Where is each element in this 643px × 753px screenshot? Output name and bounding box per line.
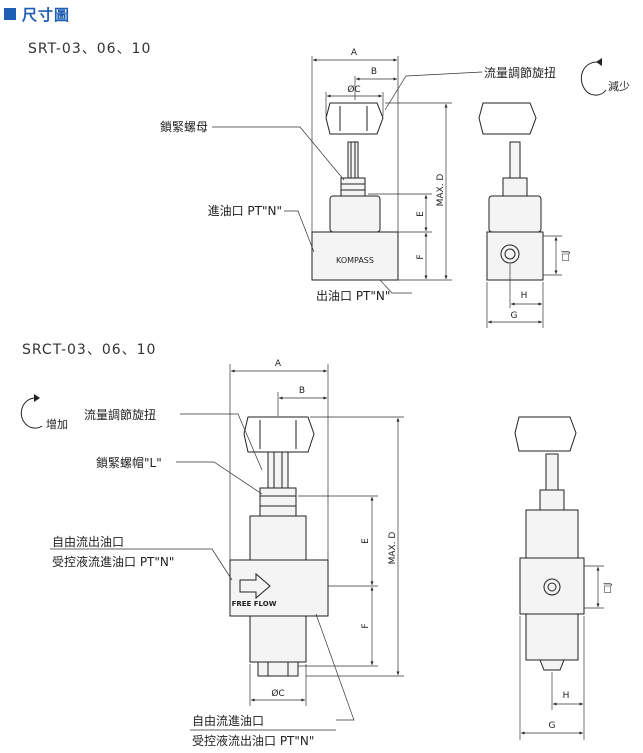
srt-side-view: G H □J [478, 102, 571, 328]
srct-bottom-nut [257, 661, 299, 677]
srct-direction-label: 增加 [46, 417, 68, 431]
srct-free-in-label-2: 受控液流出油口 PT"N" [192, 733, 314, 748]
srct-dim-b: B [299, 386, 305, 396]
srt-outlet-label: 出油口 PT"N" [316, 289, 390, 303]
srct-lockcap-label: 鎖緊螺帽"L" [96, 455, 162, 470]
srct-free-flow-label: FREE FLOW [232, 600, 277, 608]
srt-dim-a: A [351, 48, 358, 58]
srt-stem [347, 141, 359, 179]
srct-dim-e: E [361, 538, 371, 544]
srct-side-view: G H □J [514, 416, 613, 740]
srt-dim-j: □J [561, 250, 571, 261]
srt-inlet-label: 進油口 PT"N" [208, 204, 282, 218]
srct-free-in-label-1: 自由流進油口 [192, 714, 264, 728]
srct-dim-f: F [361, 623, 371, 628]
srt-side-port [500, 244, 520, 264]
srt-front-dimensions: A B ØC MAX. D E F [311, 48, 452, 281]
srt-dim-c: ØC [347, 84, 360, 95]
srt-locknut [340, 177, 366, 197]
srt-side-knob [478, 102, 537, 135]
srct-side-block [519, 557, 585, 615]
srt-dim-h: H [521, 291, 528, 301]
srt-model-label: SRT-03、06、10 [28, 41, 152, 57]
srct-side-port [543, 578, 561, 596]
srct-side-upper [525, 509, 579, 559]
free-flow-arrow-icon [239, 572, 271, 600]
srct-side-lock-cap [539, 489, 565, 511]
srct-knob-label: 流量調節旋扭 [84, 407, 156, 422]
square-bullet-icon [4, 8, 16, 20]
srct-dim-c: ØC [271, 688, 284, 699]
srt-dim-g: G [511, 311, 518, 321]
srct-stem [267, 451, 289, 489]
srct-dim-g: G [549, 721, 556, 731]
srt-rotate-decrease-icon: 減少 [580, 58, 630, 96]
srt-base-block [311, 231, 399, 281]
srt-knob-label: 流量調節旋扭 [484, 65, 556, 80]
srt-direction-label: 減少 [608, 79, 630, 93]
srct-callouts: 流量調節旋扭 鎖緊螺帽"L" 自由流出油口 受控液流進油口 PT"N" 自由流進… [50, 407, 355, 748]
srt-side-upper [488, 195, 542, 233]
srct-side-stem [545, 453, 559, 491]
srct-front-view: FREE FLOW [229, 416, 329, 677]
srt-dim-b: B [371, 67, 377, 77]
srt-dim-e: E [416, 211, 426, 217]
srct-base-block [229, 559, 329, 617]
srct-side-knob [514, 416, 577, 452]
srct-side-lower [525, 613, 579, 661]
srct-dim-maxd: MAX. D [388, 532, 398, 565]
srct-upper-body [249, 515, 307, 561]
srct-lock-cap [259, 487, 297, 517]
srct-model-label: SRCT-03、06、10 [22, 342, 157, 358]
section-title-text: 尺寸圖 [22, 5, 71, 24]
srct-front-dimensions: A B MAX. D E F ØC [229, 359, 404, 706]
srt-callouts: 流量調節旋扭 鎖緊螺母 進油口 PT"N" 出油口 PT"N" [160, 65, 556, 303]
srct-dim-h: H [563, 691, 570, 701]
srct-free-out-label-1: 自由流出油口 [52, 535, 124, 549]
srct-knob [243, 416, 315, 453]
srt-upper-body [329, 195, 381, 233]
srt-brand-label: KOMPASS [336, 256, 374, 265]
srct-side-bottom [539, 659, 565, 671]
srct-lower-body [249, 615, 307, 663]
srt-knob [325, 102, 384, 135]
section-title: 尺寸圖 [4, 3, 70, 25]
srct-dim-a: A [275, 359, 282, 369]
srct-dim-j: □J [603, 582, 613, 593]
srct-free-out-label-2: 受控液流進油口 PT"N" [52, 554, 174, 569]
srt-dim-maxd: MAX. D [436, 174, 446, 207]
srct-rotate-increase-icon: 增加 [20, 394, 68, 431]
srt-front-view: KOMPASS [311, 102, 399, 281]
srt-dim-f: F [416, 254, 426, 259]
srt-side-locknut [502, 177, 528, 197]
srt-locknut-label: 鎖緊螺母 [160, 119, 208, 134]
srt-side-stem [509, 141, 521, 179]
